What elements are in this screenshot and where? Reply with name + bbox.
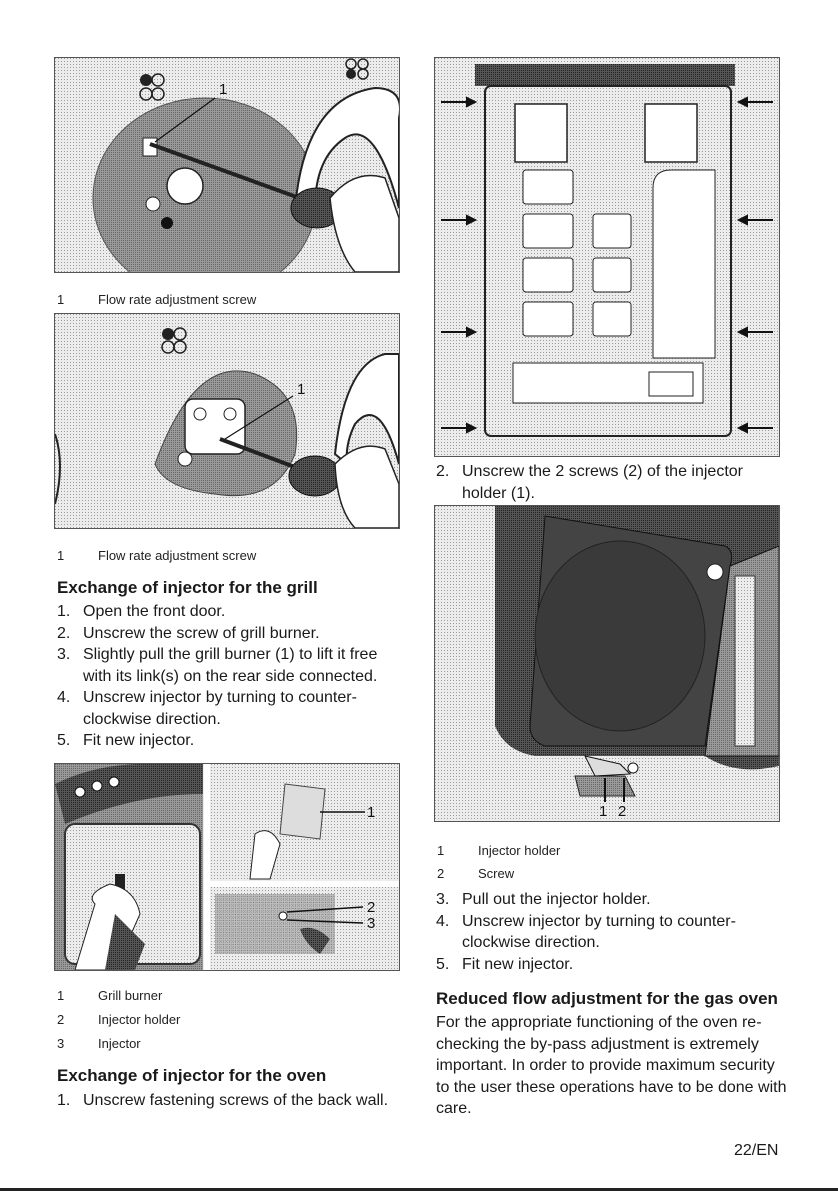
list-item: 4.Unscrew injector by turning to counter…	[57, 689, 357, 728]
list-item: 5.Fit new injector.	[57, 732, 195, 749]
grill-steps: 1.Open the front door. 2.Unscrew the scr…	[57, 601, 402, 752]
reduced-flow-body: For the appropriate functioning of the o…	[436, 1014, 787, 1117]
list-item: 1.Open the front door.	[57, 603, 226, 620]
figure-injector-holder: 1 2	[434, 505, 780, 822]
oven-steps-2: 2.Unscrew the 2 screws (2) of the inject…	[436, 461, 786, 504]
oven-steps-after: 3.Pull out the injector holder. 4.Unscre…	[436, 889, 786, 975]
grill-heading: Exchange of injector for the grill	[57, 578, 318, 597]
callout-1: 1	[599, 803, 607, 820]
figure-flow-rate-screw-1: 1	[54, 57, 400, 273]
list-item: 5.Fit new injector.	[436, 955, 574, 973]
callout-1: 1	[367, 804, 375, 821]
callout-1: 1	[297, 381, 305, 398]
oven-steps: 1.Unscrew fastening screws of the back w…	[57, 1090, 407, 1112]
list-item: 3.Pull out the injector holder.	[436, 891, 651, 908]
oven-heading: Exchange of injector for the oven	[57, 1066, 327, 1085]
callout-2: 2	[618, 803, 626, 820]
list-item: 1.Unscrew fastening screws of the back w…	[57, 1092, 389, 1109]
callout-1: 1	[219, 81, 227, 98]
page-number: 22/EN	[734, 1142, 779, 1159]
list-item: 2.Unscrew the 2 screws (2) of the inject…	[436, 463, 743, 502]
callout-2: 2	[367, 899, 375, 916]
reduced-flow-heading: Reduced flow adjustment for the gas oven	[436, 989, 778, 1008]
callout-3: 3	[367, 915, 375, 932]
footer-rule	[0, 1188, 838, 1191]
figure-oven-back-wall	[434, 57, 780, 457]
figure-flow-rate-screw-2: 1	[54, 313, 400, 529]
figure-grill-burner: 1 2 3	[54, 763, 400, 971]
list-item: 3.Slightly pull the grill burner (1) to …	[57, 646, 378, 685]
list-item: 4.Unscrew injector by turning to counter…	[436, 912, 736, 952]
list-item: 2.Unscrew the screw of grill burner.	[57, 624, 320, 642]
